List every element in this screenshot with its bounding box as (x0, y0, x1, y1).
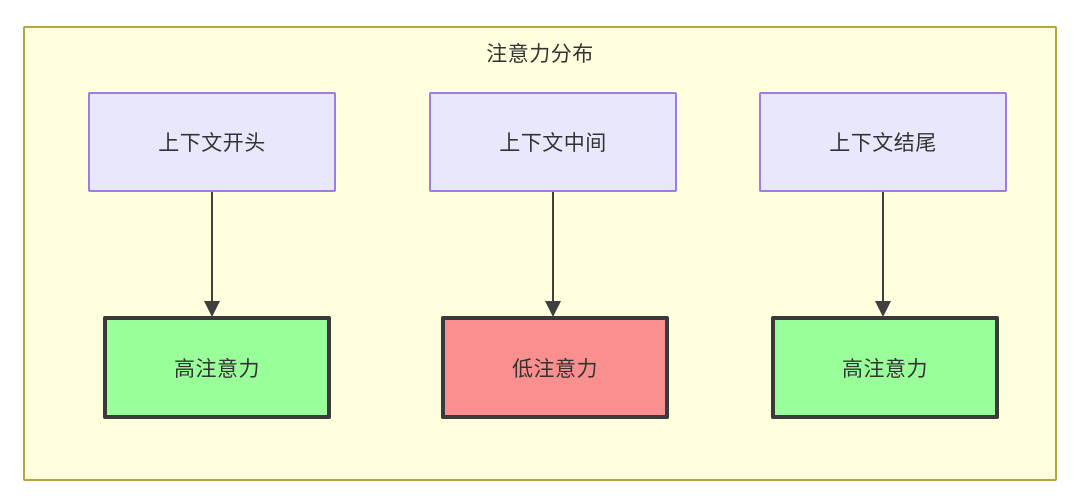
node-attention-high-end-label: 高注意力 (842, 357, 928, 381)
node-context-start-label: 上下文开头 (158, 132, 266, 155)
node-context-end[interactable]: 上下文结尾 (759, 92, 1007, 192)
node-attention-high-end[interactable]: 高注意力 (771, 316, 999, 419)
node-attention-high-start-label: 高注意力 (174, 357, 260, 381)
subgraph-title: 注意力分布 (486, 43, 594, 66)
node-attention-high-start[interactable]: 高注意力 (103, 316, 331, 419)
node-context-start[interactable]: 上下文开头 (88, 92, 336, 192)
node-context-middle[interactable]: 上下文中间 (429, 92, 677, 192)
node-context-end-label: 上下文结尾 (829, 132, 937, 155)
node-context-middle-label: 上下文中间 (499, 132, 607, 155)
node-attention-low-middle-label: 低注意力 (512, 357, 598, 381)
node-attention-low-middle[interactable]: 低注意力 (441, 316, 669, 419)
